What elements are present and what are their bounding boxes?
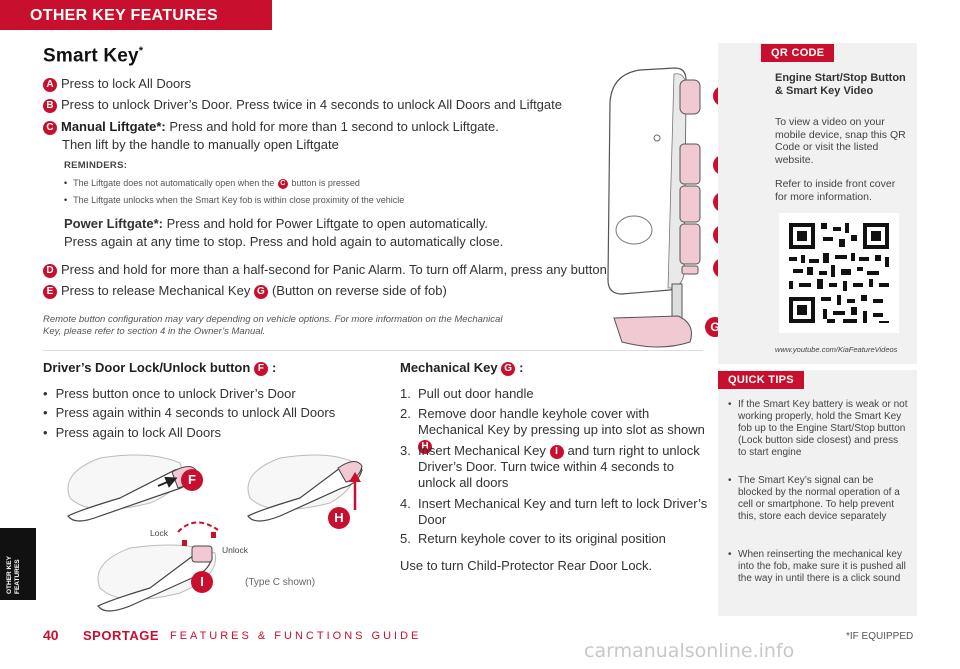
mechanical-key-title: Mechanical Key G: bbox=[400, 360, 524, 376]
reminders-title: REMINDERS: bbox=[64, 160, 128, 171]
quick-tip-3: When reinserting the mechanical key into… bbox=[728, 549, 908, 585]
guide-title: FEATURES & FUNCTIONS GUIDE bbox=[170, 630, 422, 642]
watermark: carmanualsonline.info bbox=[584, 640, 795, 662]
section-divider bbox=[43, 350, 703, 351]
callout-i: I bbox=[191, 571, 213, 593]
page-title: Smart Key* bbox=[43, 45, 144, 67]
lock-label: Lock bbox=[150, 528, 168, 538]
power-liftgate-text: Power Liftgate*: Press and hold for Powe… bbox=[64, 216, 504, 249]
callout-h: H bbox=[328, 507, 350, 529]
qr-code-tag: QR CODE bbox=[761, 44, 835, 62]
qr-title: Engine Start/Stop Button & Smart Key Vid… bbox=[775, 72, 906, 97]
side-tab-label: OTHER KEY FEATURES bbox=[6, 556, 21, 594]
reminder-1: The Liftgate does not automatically open… bbox=[64, 178, 360, 189]
type-note: (Type C shown) bbox=[245, 577, 316, 588]
mech-footer: Use to turn Child-Protector Rear Door Lo… bbox=[400, 558, 653, 573]
disclaimer-note: Remote button configuration may vary dep… bbox=[43, 314, 503, 337]
qr-body-1: To view a video on your mobile device, s… bbox=[775, 116, 906, 166]
unlock-label: Unlock bbox=[222, 545, 248, 555]
mech-step-1: 1.Pull out door handle bbox=[400, 386, 534, 401]
side-section-tab[interactable]: OTHER KEY FEATURES bbox=[0, 528, 36, 600]
quick-tip-2: The Smart Key’s signal can be blocked by… bbox=[728, 475, 908, 523]
qr-body-2: Refer to inside front cover for more inf… bbox=[775, 178, 896, 203]
quick-tips-tag: QUICK TIPS bbox=[718, 371, 804, 389]
qr-code-image[interactable] bbox=[779, 213, 899, 333]
smart-key-fob-illustration bbox=[607, 67, 701, 348]
reminder-2: The Liftgate unlocks when the Smart Key … bbox=[64, 195, 404, 205]
section-banner: OTHER KEY FEATURES bbox=[0, 0, 272, 30]
mech-step-5: 5.Return keyhole cover to its original p… bbox=[400, 531, 666, 546]
door-lock-title: Driver’s Door Lock/Unlock button F: bbox=[43, 360, 277, 376]
door-lock-bullet-3: Press again to lock All Doors bbox=[43, 425, 221, 440]
if-equipped-note: *IF EQUIPPED bbox=[846, 631, 914, 642]
qr-url-link[interactable]: www.youtube.com/KiaFeatureVideos bbox=[775, 345, 898, 354]
mech-step-2: 2.Remove door handle keyhole cover with … bbox=[400, 406, 705, 454]
page-number: 40 bbox=[43, 627, 59, 643]
door-lock-bullet-1: Press button once to unlock Driver’s Doo… bbox=[43, 386, 296, 401]
mech-step-4: 4.Insert Mechanical Key and turn left to… bbox=[400, 496, 708, 527]
callout-f: F bbox=[181, 469, 203, 491]
brand-name: SPORTAGE bbox=[83, 628, 159, 643]
quick-tip-1: If the Smart Key battery is weak or not … bbox=[728, 399, 908, 459]
door-lock-bullet-2: Press again within 4 seconds to unlock A… bbox=[43, 405, 336, 420]
